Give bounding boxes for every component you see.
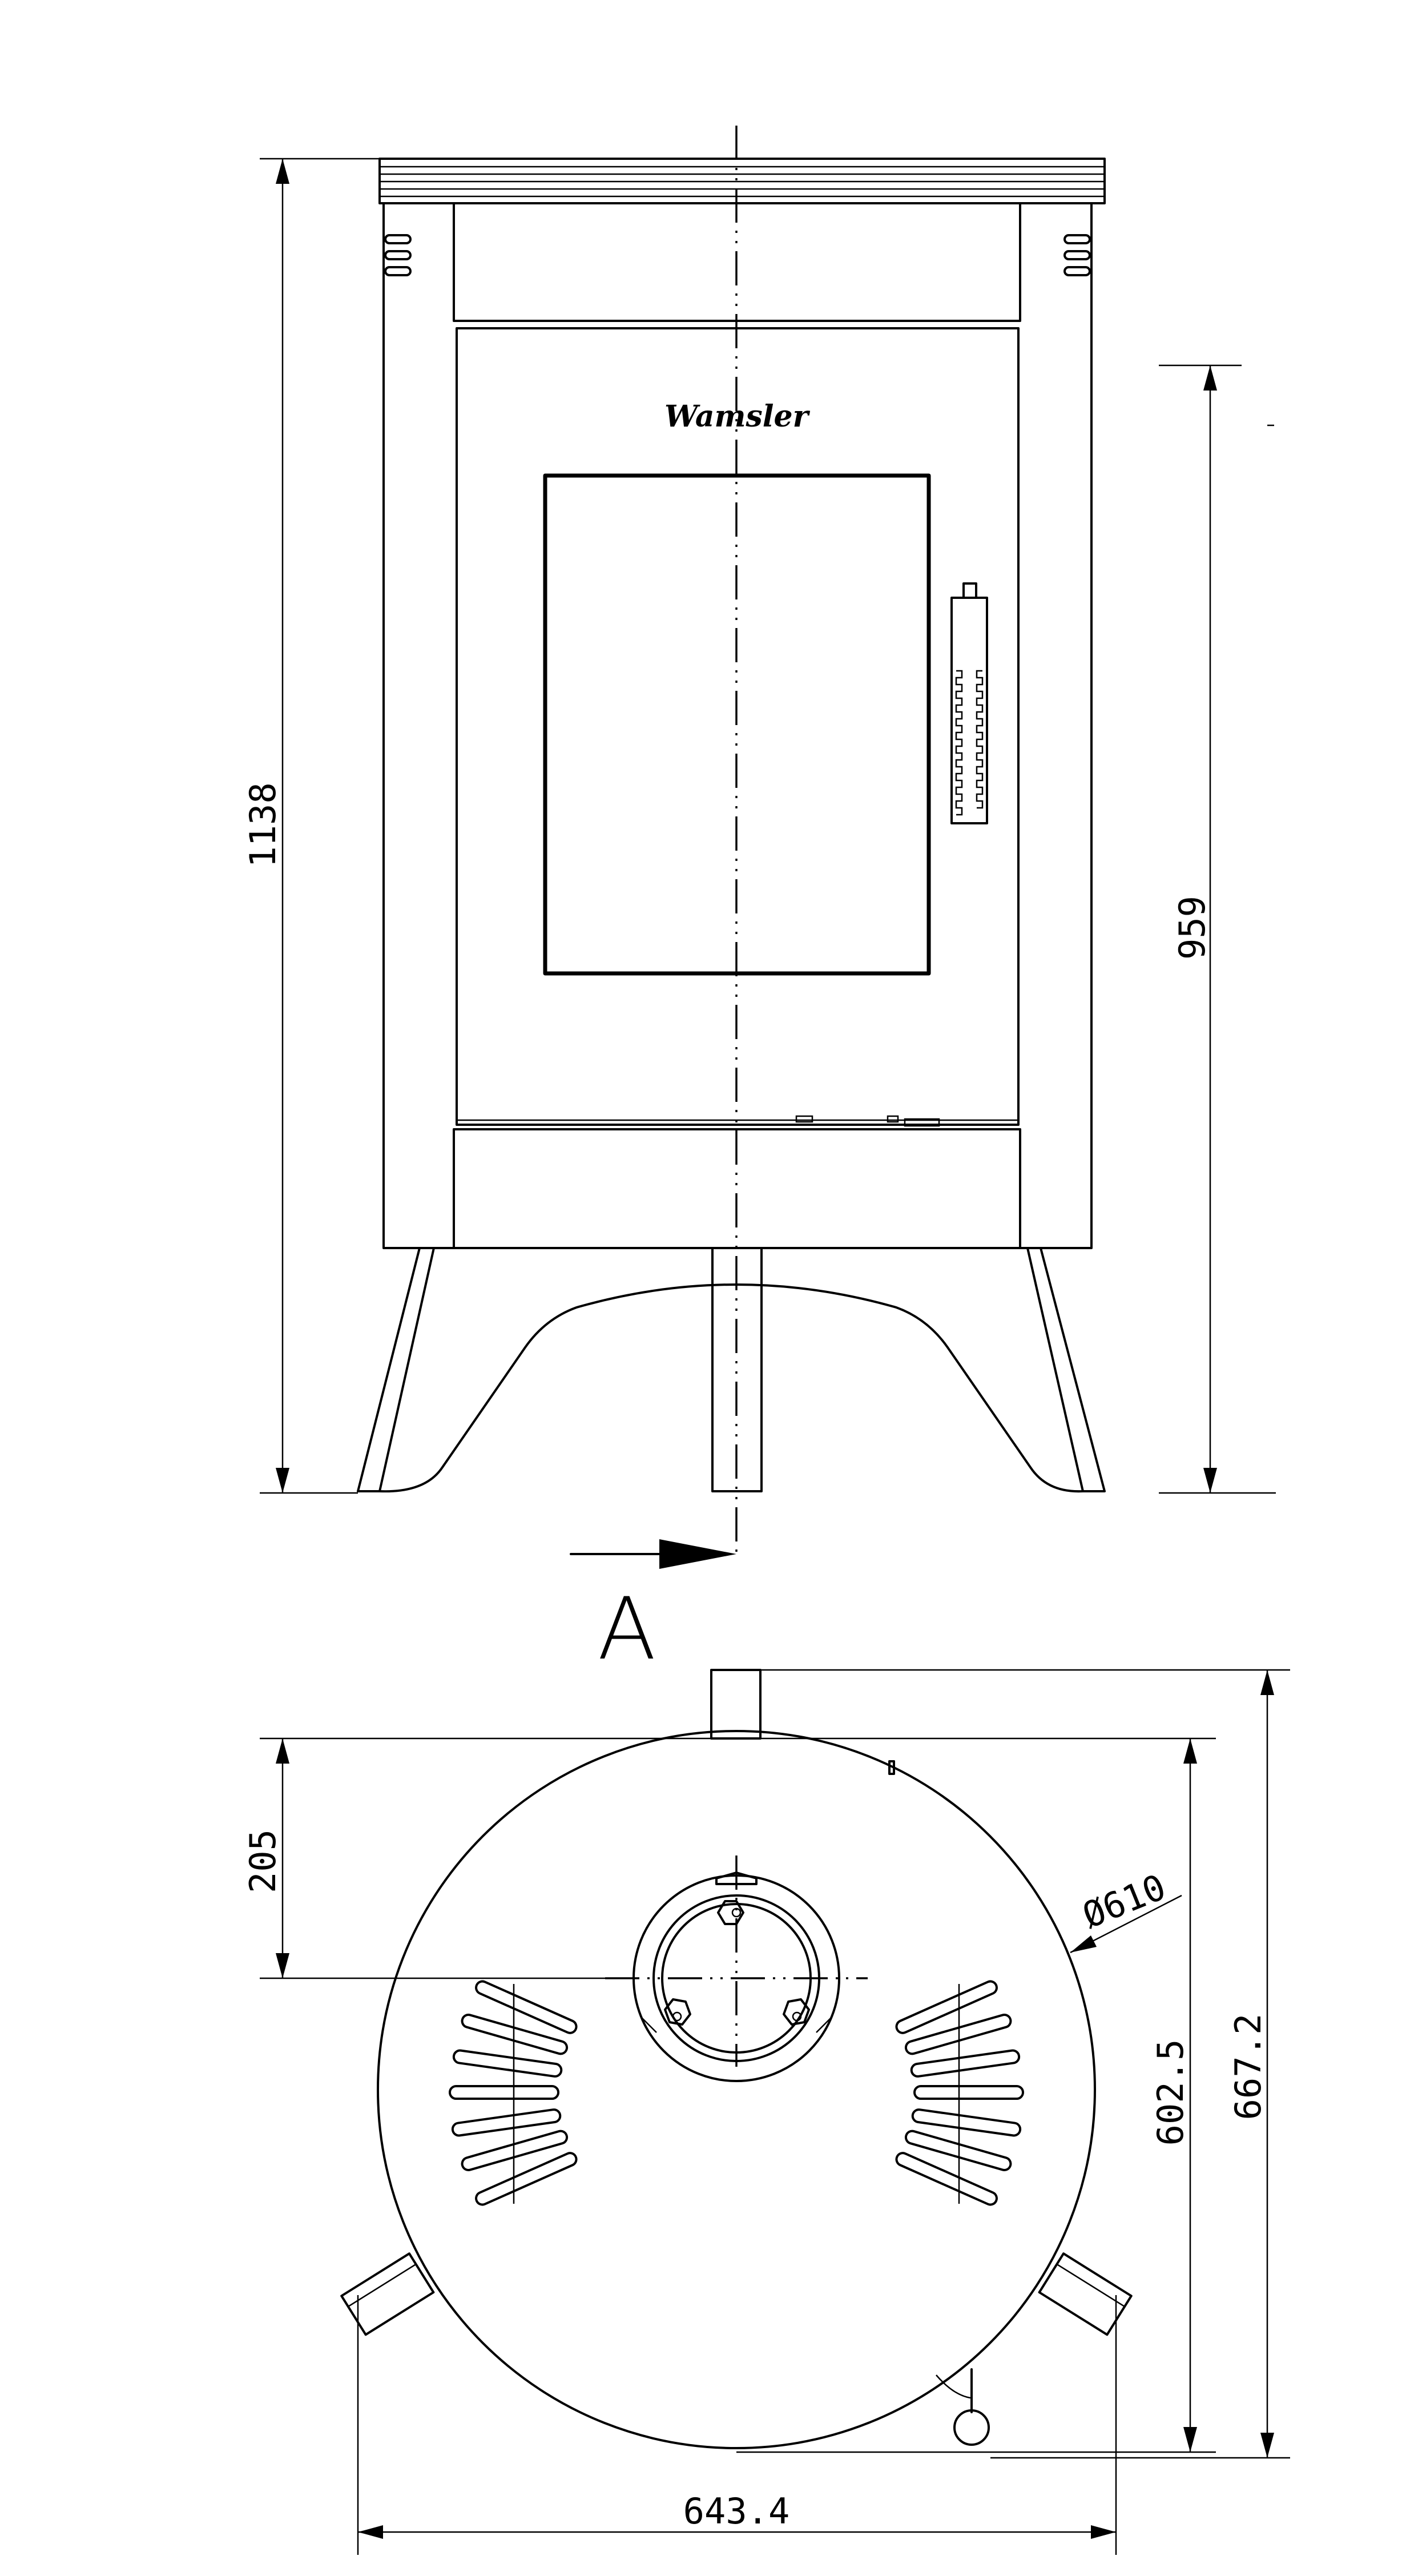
legs <box>357 1247 1106 1493</box>
side-vents-right <box>1063 234 1091 276</box>
front-view: Wamsler A 1138 <box>242 126 1276 1679</box>
dim-top-depth: 602.5 <box>736 1738 1216 2453</box>
dim-diameter: Ø610 <box>1070 1866 1182 1954</box>
svg-text:643.4: 643.4 <box>683 2490 790 2532</box>
section-label: A <box>598 1580 656 1679</box>
top-view: 205 Ø610 602.5 667.2 <box>242 1669 1290 2555</box>
svg-text:Ø610: Ø610 <box>1077 1866 1171 1937</box>
side-vents-left <box>384 234 412 276</box>
vents-right <box>895 1980 1024 2206</box>
svg-text:205: 205 <box>242 1829 284 1893</box>
top-plate <box>378 158 1106 204</box>
section-arrow <box>570 1539 736 1569</box>
dim-top-offset: 205 <box>242 1737 1216 1979</box>
dim-height-total: 1138 <box>242 158 380 1494</box>
dim-height-body: 959 <box>1159 364 1276 1494</box>
brand-logo: Wamsler <box>664 399 811 434</box>
svg-text:667.2: 667.2 <box>1227 2014 1269 2120</box>
door-panel <box>456 327 1020 1126</box>
svg-text:602.5: 602.5 <box>1150 2039 1191 2146</box>
dim-top-width: 643.4 <box>357 2295 1117 2555</box>
dim-top-depth-total: 667.2 <box>760 1669 1290 2459</box>
stove-body <box>382 202 1093 1249</box>
svg-text:1138: 1138 <box>242 782 284 867</box>
top-view-legs <box>340 2252 1133 2446</box>
vents-left <box>449 1980 578 2206</box>
door-handle <box>950 582 988 824</box>
svg-text:959: 959 <box>1171 896 1213 960</box>
top-circle <box>377 1730 1096 2449</box>
